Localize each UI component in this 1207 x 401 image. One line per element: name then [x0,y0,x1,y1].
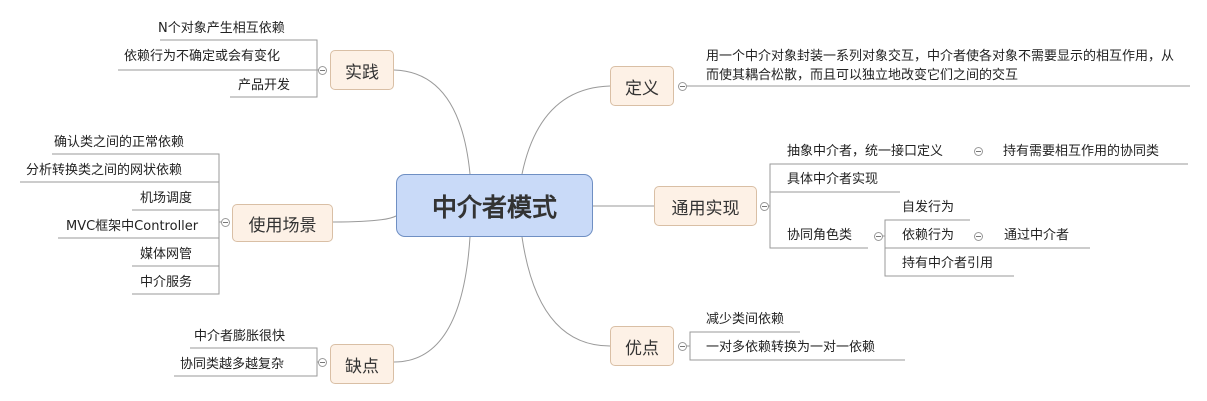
central-topic[interactable]: 中介者模式 [396,174,593,237]
scenario-item: 机场调度 [140,191,193,206]
scenario-item: 媒体网管 [140,247,193,262]
pros-item: 一对多依赖转换为一对一依赖 [706,340,876,355]
scenario-item: 确认类之间的正常依赖 [54,135,185,150]
topic-scenarios[interactable]: 使用场景 [232,204,333,242]
practice-item: N个对象产生相互依赖 [158,21,285,36]
topic-implementation[interactable]: 通用实现 [654,186,757,226]
collapse-toggle-icon[interactable] [678,82,687,91]
collapse-toggle-icon[interactable] [221,218,230,227]
collapse-toggle-icon[interactable] [974,147,983,156]
topic-cons[interactable]: 缺点 [330,344,394,384]
impl-abstract-child: 持有需要相互作用的协同类 [1003,144,1160,159]
impl-concrete-mediator: 具体中介者实现 [787,172,879,187]
impl-spontaneous: 自发行为 [902,200,955,215]
scenario-item: MVC框架中Controller [66,219,199,234]
practice-item: 依赖行为不确定或会有变化 [124,49,281,64]
collapse-toggle-icon[interactable] [974,232,983,241]
cons-item: 中介者膨胀很快 [194,329,286,344]
scenario-item: 中介服务 [140,275,193,290]
practice-item: 产品开发 [238,78,291,93]
collapse-toggle-icon[interactable] [874,232,883,241]
collapse-toggle-icon[interactable] [760,202,769,211]
cons-item: 协同类越多越复杂 [180,357,285,372]
impl-colleague: 协同角色类 [787,228,853,243]
impl-abstract-mediator: 抽象中介者，统一接口定义 [787,144,944,159]
collapse-toggle-icon[interactable] [318,358,327,367]
topic-pros[interactable]: 优点 [610,326,674,366]
impl-dependent: 依赖行为 [902,228,955,243]
collapse-toggle-icon[interactable] [678,342,687,351]
impl-dependent-child: 通过中介者 [1004,228,1070,243]
topic-practice[interactable]: 实践 [330,50,394,90]
impl-holds-reference: 持有中介者引用 [902,256,994,271]
definition-text: 用一个中介对象封装一系列对象交互，中介者使各对象不需要显示的相互作用，从而使其耦… [706,49,1175,83]
scenario-item: 分析转换类之间的网状依赖 [26,163,183,178]
collapse-toggle-icon[interactable] [318,66,327,75]
topic-definition[interactable]: 定义 [610,66,674,106]
pros-item: 减少类间依赖 [706,312,785,327]
